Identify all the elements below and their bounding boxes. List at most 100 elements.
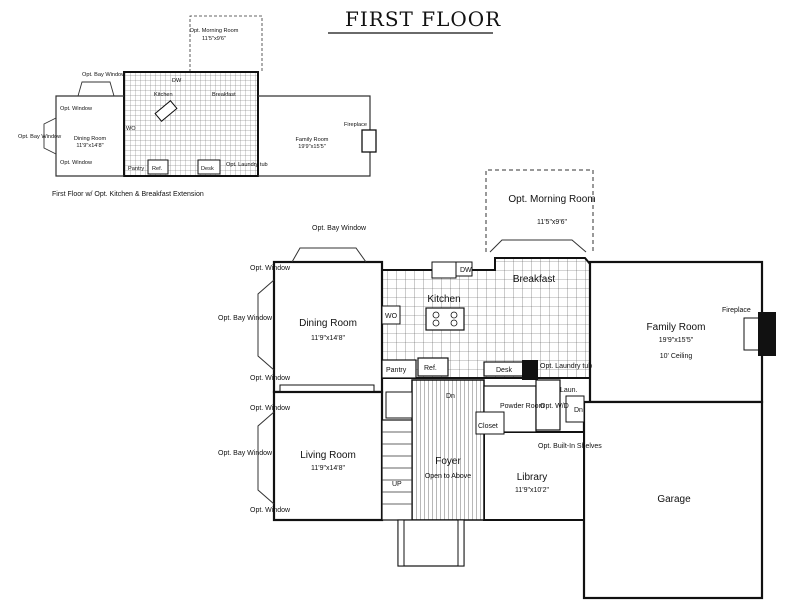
inset-family-room-label: Family Room (296, 137, 329, 143)
stair-treads (382, 431, 412, 505)
stairs (381, 419, 413, 521)
dn-label-2: Dn (574, 407, 583, 414)
fireplace (758, 312, 776, 356)
inset-desk-label: Desk (201, 166, 214, 172)
kitchen-breakfast-floor (381, 257, 591, 379)
closet-label: Closet (478, 423, 498, 430)
kitchen-sink (431, 261, 457, 279)
inset-family-room-dim: 19'9"x15'5" (298, 144, 326, 150)
opt-wd-label: Opt. W/D (540, 403, 569, 410)
opt-bay-window-label-1: Opt. Bay Window (218, 315, 273, 322)
opt-window-label-2: Opt. Window (250, 375, 291, 382)
inset-bay-window-side-label: Opt. Bay Window (18, 134, 62, 140)
living-side-bay (257, 411, 275, 505)
inset-fireplace-label: Fireplace (344, 122, 367, 128)
dw-label: DW (460, 267, 472, 274)
inset-bay-window-label: Opt. Bay Window (82, 72, 126, 78)
front-stoop (397, 519, 465, 567)
inset-caption: First Floor w/ Opt. Kitchen & Breakfast … (52, 191, 204, 198)
dining-room-dim: 11'9"x14'8" (311, 335, 345, 342)
inset-kitchen-label: Kitchen (154, 92, 173, 98)
opt-bay-window-label-2: Opt. Bay Window (218, 450, 273, 457)
inset-dining-room-label: Dining Room (74, 136, 107, 142)
morning-room-outline (485, 169, 594, 252)
inset-dw-label: DW (172, 78, 182, 84)
laundry-tub (522, 360, 538, 380)
inset-desk-box (197, 159, 221, 175)
inset-pantry-box (147, 159, 169, 175)
dining-room-label: Dining Room (299, 318, 357, 329)
foyer-label: Foyer (435, 456, 461, 467)
fireplace-hearth (743, 317, 761, 351)
living-room (272, 390, 384, 522)
fireplace-label: Fireplace (722, 307, 751, 314)
inset-dining-room-dim: 11'9"x14'8" (76, 143, 103, 149)
garage (582, 400, 764, 600)
dn-label-1: Dn (446, 393, 455, 400)
pantry-label: Pantry (386, 367, 407, 374)
library-dim: 11'9"x10'2" (515, 487, 549, 494)
inset-opt-window-top-label: Opt. Window (60, 106, 93, 112)
living-room-dim: 11'9"x14'8" (311, 465, 345, 472)
inset-pantry-label: Pantry (128, 166, 144, 172)
dining-bay-window-label: Opt. Bay Window (312, 225, 367, 232)
open-to-above-label: Open to Above (425, 473, 471, 480)
laundry-room (535, 379, 561, 431)
dining-room (272, 260, 384, 394)
living-room-label: Living Room (300, 450, 356, 461)
family-room-dim: 19'9"x15'5" (659, 337, 694, 344)
inset-side-bay (43, 117, 57, 155)
basement-stair-landing (385, 391, 413, 419)
wall-oven (381, 305, 401, 325)
inset-fireplace (361, 129, 377, 153)
built-in-shelves-label: Opt. Built-In Shelves (538, 443, 602, 450)
garage-door-step (565, 395, 585, 423)
stoop-column-left (397, 519, 405, 567)
library-label: Library (517, 472, 548, 483)
inset-dining-room-outline (55, 95, 124, 177)
inset-morning-room-dim: 11'5"x9'6" (202, 36, 226, 42)
laun-label: Laun. (560, 387, 578, 394)
morning-room-bay (489, 239, 587, 253)
ceiling-label: 10' Ceiling (660, 353, 693, 360)
ref-label: Ref. (424, 365, 437, 372)
desk-label: Desk (496, 367, 512, 374)
inset-plan: Opt. Morning Room 11'5"x9'6" Opt. Bay Wi… (18, 15, 377, 198)
inset-ref-label: Ref. (152, 166, 163, 172)
closet (475, 411, 505, 435)
stoop-column-right (457, 519, 465, 567)
inset-breakfast-label: Breakfast (212, 92, 236, 98)
dishwasher (455, 261, 473, 277)
refrigerator (417, 357, 449, 377)
page-title: FIRST FLOOR (345, 7, 501, 31)
cooktop-burners (432, 311, 458, 327)
inset-wo-label: WO (126, 126, 136, 132)
laundry-tub-label: Opt. Laundry tub (540, 363, 592, 370)
up-label: UP (392, 481, 402, 488)
kitchen-label: Kitchen (427, 294, 460, 305)
family-room-label: Family Room (647, 322, 706, 333)
inset-family-room-outline (258, 95, 371, 177)
kitchen-island (425, 307, 465, 331)
main-plan: Opt. Morning Room 11'5"x9'6" Opt. Bay Wi… (218, 169, 776, 600)
dining-top-bay (291, 247, 367, 263)
inset-kitchen-area (123, 71, 259, 177)
inset-opt-window-bottom-label: Opt. Window (60, 160, 93, 166)
page-title-group: FIRST FLOOR (328, 7, 501, 34)
opt-window-label-4: Opt. Window (250, 507, 291, 514)
garage-label: Garage (657, 494, 691, 505)
pantry (381, 359, 417, 379)
morning-room-dim: 11'5"x9'6" (537, 219, 568, 226)
foyer-floor (411, 379, 485, 521)
inset-morning-room-outline (189, 15, 263, 72)
opt-window-label-3: Opt. Window (250, 405, 291, 412)
breakfast-label: Breakfast (513, 274, 555, 285)
dining-side-bay (257, 279, 275, 371)
inset-island (154, 100, 178, 122)
morning-room-label: Opt. Morning Room (508, 194, 595, 205)
inset-top-bay (77, 81, 115, 97)
inset-morning-room-label: Opt. Morning Room (190, 28, 239, 34)
powder-room-label: Powder Room (500, 403, 545, 410)
wo-label: WO (385, 313, 398, 320)
